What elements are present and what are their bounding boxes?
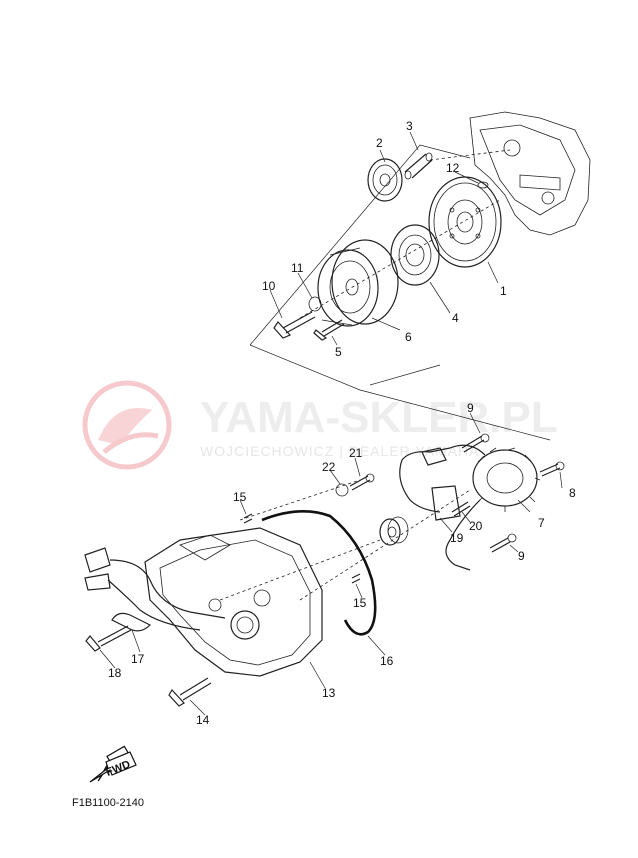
callout-7: 7 <box>538 516 545 530</box>
part-2-idler-gear <box>367 158 403 202</box>
callout-4: 4 <box>452 311 459 325</box>
callout-6: 6 <box>405 330 412 344</box>
callout-17: 17 <box>131 652 145 666</box>
part-18-bolt <box>85 625 132 652</box>
part-7-stator <box>472 447 541 512</box>
part-9-bolt-lower <box>489 533 517 553</box>
callout-21: 21 <box>349 446 363 460</box>
callout-12: 12 <box>446 161 460 175</box>
callout-1: 1 <box>500 284 507 298</box>
part-19-grommet <box>379 516 409 546</box>
fwd-arrow-icon: FWD <box>89 745 137 783</box>
callout-5: 5 <box>335 345 342 359</box>
part-10-bolt <box>273 311 316 339</box>
callout-2: 2 <box>376 136 383 150</box>
diagram-code: F1B1100-2140 <box>72 797 144 809</box>
callout-9-lower: 9 <box>518 549 525 563</box>
part-22-washer <box>335 483 349 497</box>
callout-15-lower: 15 <box>353 596 367 610</box>
part-14-bolt <box>168 677 212 707</box>
callout-numbers: 1 2 3 4 5 6 7 8 9 9 10 11 12 13 14 15 15… <box>108 119 576 727</box>
part-8-bolt <box>539 461 565 477</box>
part-20-bolt <box>451 501 471 517</box>
watermark: YAMA-SKLER.PL WOJCIECHOWICZ | DEALER YAM… <box>82 380 558 470</box>
callout-9-upper: 9 <box>467 401 474 415</box>
axis-line-upper <box>299 149 511 319</box>
callout-16: 16 <box>380 654 394 668</box>
part-3-shaft <box>404 152 433 180</box>
callout-13: 13 <box>322 686 336 700</box>
part-15-dowel-lower <box>351 573 361 584</box>
callout-8: 8 <box>569 486 576 500</box>
part-15-dowel-upper <box>243 513 253 524</box>
callout-20: 20 <box>469 519 483 533</box>
axis-line-lower <box>219 479 471 601</box>
part-16-gasket <box>261 510 377 636</box>
assembly-bracket <box>249 144 551 441</box>
callout-18: 18 <box>108 666 122 680</box>
part-5-bolt <box>313 319 345 341</box>
watermark-brand: YAMA-SKLER.PL <box>200 393 558 442</box>
callout-10: 10 <box>262 279 276 293</box>
part-17-clamp <box>111 612 152 632</box>
part-11-washer <box>308 296 322 312</box>
part-13-generator-cover <box>144 527 323 677</box>
callout-19: 19 <box>450 531 464 545</box>
callout-15-upper: 15 <box>233 490 247 504</box>
part-12-dowel <box>477 181 489 189</box>
part-9-bolt-upper <box>461 433 490 453</box>
callout-11: 11 <box>291 261 304 275</box>
leader-lines <box>99 131 563 716</box>
callout-22: 22 <box>322 460 336 474</box>
part-1-starter-gear <box>428 176 502 268</box>
left-wiring-harness <box>84 547 226 631</box>
stator-wiring <box>399 444 486 571</box>
part-6-rotor <box>317 239 399 327</box>
callout-14: 14 <box>196 713 210 727</box>
watermark-logo-icon <box>82 380 172 470</box>
engine-case-outline <box>469 111 591 236</box>
part-21-bolt <box>349 473 375 491</box>
callout-3: 3 <box>406 119 413 133</box>
